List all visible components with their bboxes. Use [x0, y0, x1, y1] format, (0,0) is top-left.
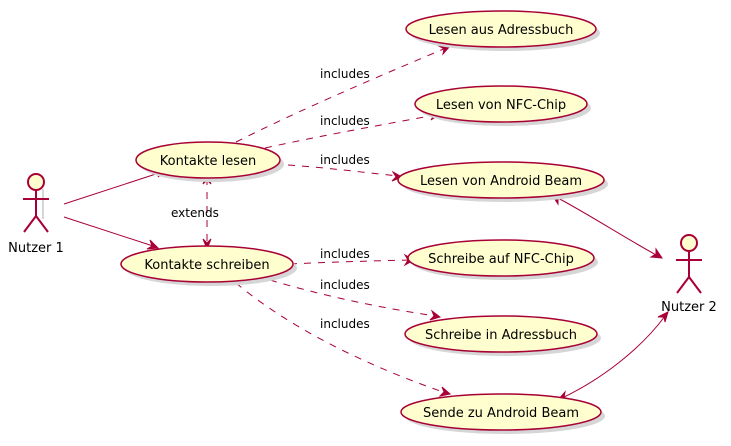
- actor-label-nutzer-2: Nutzer 2: [661, 300, 717, 315]
- svg-text:Schreibe in Adressbuch: Schreibe in Adressbuch: [425, 328, 577, 343]
- include-schreibe-adressbuch: includes: [269, 278, 442, 321]
- rel-label-includes-1: includes: [320, 67, 370, 81]
- actor-nutzer-1[interactable]: Nutzer 1: [8, 173, 64, 256]
- usecase-lesen-aus-adressbuch[interactable]: Lesen aus Adressbuch: [405, 10, 600, 51]
- association-nutzer1-kontakte-schreiben: [63, 216, 160, 250]
- usecase-lesen-von-android-beam[interactable]: Lesen von Android Beam: [397, 161, 608, 202]
- stick-figure-icon: [676, 234, 702, 294]
- svg-text:Sende zu Android Beam: Sende zu Android Beam: [423, 406, 579, 421]
- rel-label-extends: extends: [171, 206, 219, 220]
- rel-label-includes-6: includes: [320, 317, 370, 331]
- rel-label-includes-5: includes: [320, 278, 370, 292]
- stick-figure-icon: [23, 173, 49, 233]
- usecase-sende-zu-android-beam[interactable]: Sende zu Android Beam: [400, 393, 605, 434]
- svg-text:Kontakte schreiben: Kontakte schreiben: [144, 258, 269, 273]
- svg-text:Lesen von Android Beam: Lesen von Android Beam: [420, 174, 582, 189]
- svg-text:Lesen von NFC-Chip: Lesen von NFC-Chip: [436, 98, 566, 113]
- usecase-schreibe-auf-nfc-chip[interactable]: Schreibe auf NFC-Chip: [407, 239, 598, 280]
- include-lesen-beam: includes: [287, 153, 404, 182]
- svg-text:Lesen aus Adressbuch: Lesen aus Adressbuch: [429, 23, 574, 38]
- svg-text:Schreibe auf NFC-Chip: Schreibe auf NFC-Chip: [428, 252, 574, 267]
- svg-text:Kontakte lesen: Kontakte lesen: [160, 154, 257, 169]
- usecase-schreibe-in-adressbuch[interactable]: Schreibe in Adressbuch: [404, 315, 601, 356]
- actor-label-nutzer-1: Nutzer 1: [8, 241, 64, 256]
- usecase-kontakte-schreiben[interactable]: Kontakte schreiben: [120, 245, 297, 286]
- include-schreibe-nfc: includes: [289, 247, 416, 267]
- extend-schreiben-lesen: extends: [171, 172, 219, 251]
- include-sende-beam: includes: [235, 282, 452, 397]
- usecase-lesen-von-nfc-chip[interactable]: Lesen von NFC-Chip: [414, 85, 591, 126]
- rel-label-includes-2: includes: [320, 114, 370, 128]
- usecase-kontakte-lesen[interactable]: Kontakte lesen: [135, 141, 284, 182]
- rel-label-includes-3: includes: [320, 153, 370, 167]
- actor-nutzer-2[interactable]: Nutzer 2: [661, 234, 717, 315]
- rel-label-includes-4: includes: [320, 247, 370, 261]
